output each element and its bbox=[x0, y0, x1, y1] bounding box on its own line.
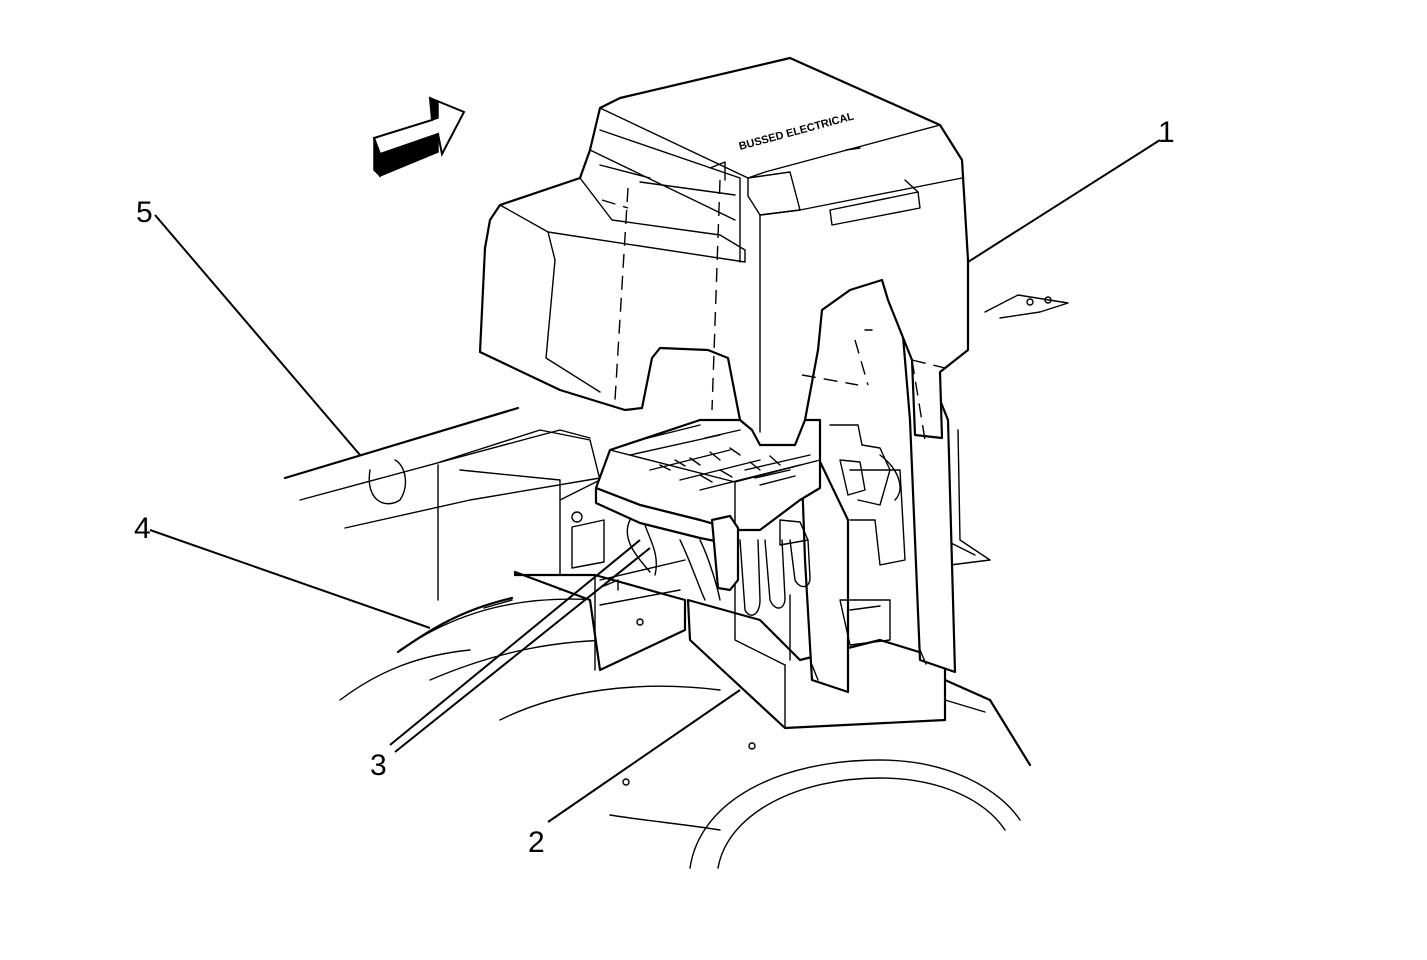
callout-5: 5 bbox=[136, 196, 153, 229]
callout-1: 1 bbox=[1158, 116, 1175, 149]
underhood-fuse-block bbox=[594, 418, 901, 616]
callout-2: 2 bbox=[528, 826, 545, 859]
callout-3: 3 bbox=[370, 749, 387, 782]
callout-4: 4 bbox=[134, 512, 151, 545]
leader-lines bbox=[149, 139, 1161, 823]
leader-line-1 bbox=[967, 139, 1161, 263]
leader-line-5 bbox=[154, 214, 361, 456]
leader-line-2 bbox=[547, 689, 741, 823]
callout-labels: 1 2 3 4 5 bbox=[134, 116, 1175, 859]
leader-line-4 bbox=[149, 529, 431, 629]
forward-arrow-icon bbox=[372, 96, 466, 178]
vehicle-body-structure bbox=[283, 294, 1069, 869]
fuse-grid bbox=[629, 424, 811, 491]
leader-line-3 bbox=[389, 539, 641, 746]
fuse-block-cover: BUSSED ELECTRICAL bbox=[478, 56, 970, 447]
leader-line-3b bbox=[394, 547, 651, 753]
